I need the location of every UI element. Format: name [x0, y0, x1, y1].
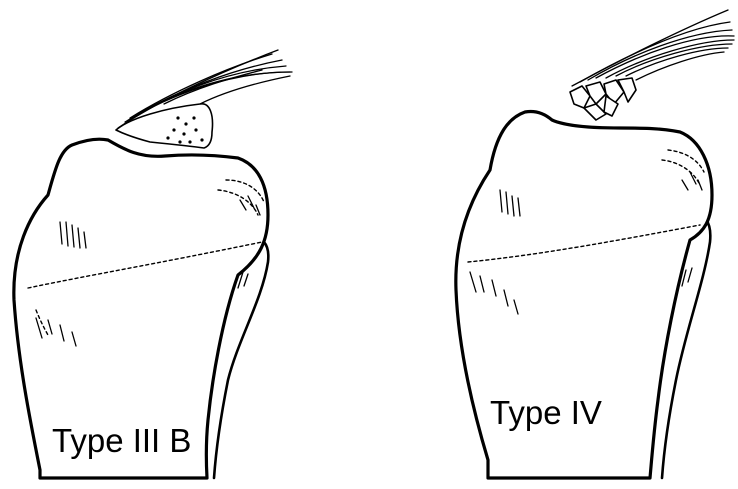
type-iii-b-label: Type III B: [50, 424, 193, 457]
right-patellar-tendon: [572, 10, 734, 86]
right-comminuted-fragments: [570, 78, 636, 120]
left-avulsed-fragment: [116, 104, 213, 148]
left-panel: [14, 50, 292, 478]
type-iv-label: Type IV: [488, 396, 604, 429]
